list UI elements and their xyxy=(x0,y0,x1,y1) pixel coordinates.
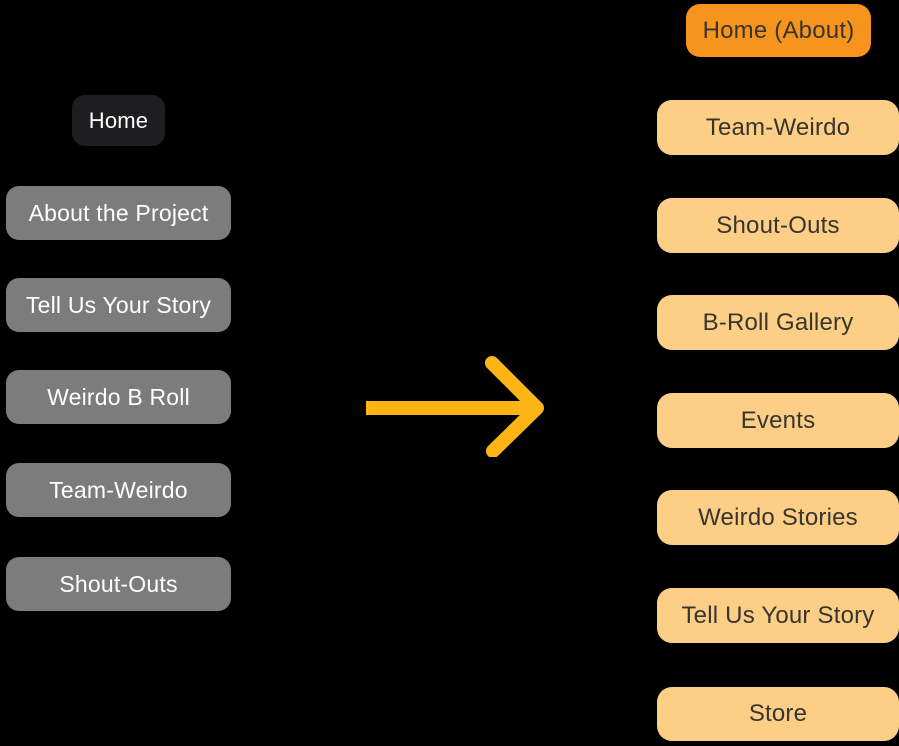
right-arrow-icon xyxy=(360,355,545,457)
nav-button-tell-us-your-story[interactable]: Tell Us Your Story xyxy=(6,278,231,332)
nav-button-store[interactable]: Store xyxy=(657,687,899,741)
nav-button-tell-us-your-story-new[interactable]: Tell Us Your Story xyxy=(657,588,899,643)
nav-button-weirdo-b-roll[interactable]: Weirdo B Roll xyxy=(6,370,231,424)
nav-button-events[interactable]: Events xyxy=(657,393,899,448)
nav-button-home-about[interactable]: Home (About) xyxy=(686,4,871,57)
nav-button-shout-outs-new[interactable]: Shout-Outs xyxy=(657,198,899,253)
nav-button-weirdo-stories[interactable]: Weirdo Stories xyxy=(657,490,899,545)
nav-button-team-weirdo[interactable]: Team-Weirdo xyxy=(6,463,231,517)
nav-button-b-roll-gallery[interactable]: B-Roll Gallery xyxy=(657,295,899,350)
nav-button-about-the-project[interactable]: About the Project xyxy=(6,186,231,240)
nav-button-shout-outs[interactable]: Shout-Outs xyxy=(6,557,231,611)
nav-button-home[interactable]: Home xyxy=(72,95,165,146)
nav-button-team-weirdo-new[interactable]: Team-Weirdo xyxy=(657,100,899,155)
